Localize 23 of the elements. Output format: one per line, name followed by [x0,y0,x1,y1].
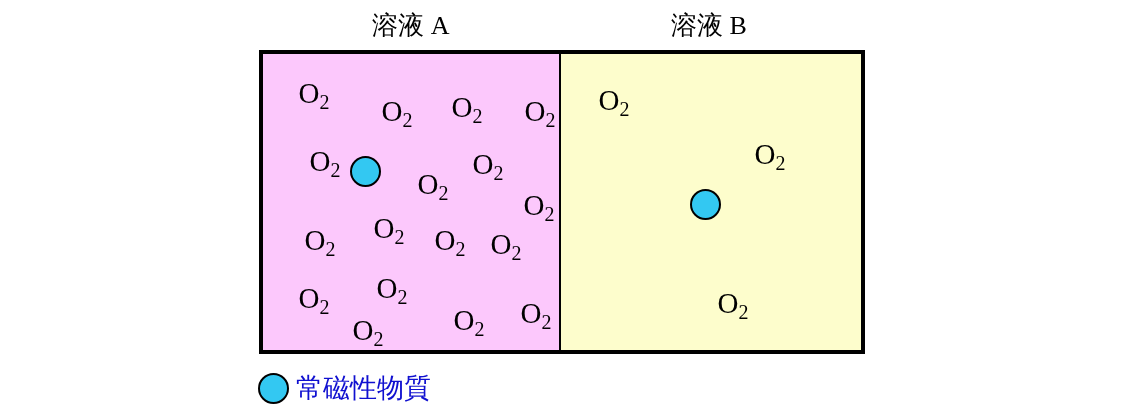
molecule-label: O$_{2}$ [472,149,504,183]
molecule-label: O$_{2}$ [598,85,630,119]
molecule-label: O$_{2}$ [490,229,522,263]
solution-heading: 溶液 A [372,10,450,42]
molecule-label: O$_{2}$ [754,139,786,173]
molecule-label: O$_{2}$ [373,213,405,247]
molecule-label: O$_{2}$ [524,96,556,130]
molecule-label: O$_{2}$ [523,190,555,224]
molecule-label: O$_{2}$ [381,96,413,130]
legend-label: 常磁性物質 [296,371,431,405]
molecule-label: O$_{2}$ [298,283,330,317]
molecule-label: O$_{2}$ [304,225,336,259]
molecule-label: O$_{2}$ [309,146,341,180]
molecule-label: O$_{2}$ [451,92,483,126]
molecule-label: O$_{2}$ [520,298,552,332]
molecule-label: O$_{2}$ [298,78,330,112]
molecule-label: O$_{2}$ [434,225,466,259]
molecule-label: O$_{2}$ [453,305,485,339]
solution-heading: 溶液 B [671,10,747,42]
molecule-label: O$_{2}$ [417,169,449,203]
molecule-label: O$_{2}$ [352,315,384,349]
molecule-label: O$_{2}$ [376,273,408,307]
molecule-label: O$_{2}$ [717,288,749,322]
